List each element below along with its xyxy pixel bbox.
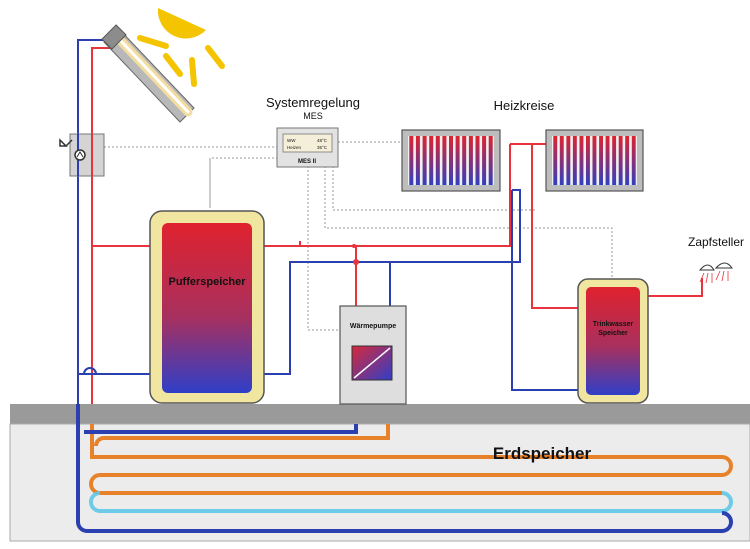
ground-loop-orange-1	[89, 424, 733, 495]
radiator-fin	[415, 136, 420, 185]
pipe-buffer-return	[256, 189, 521, 375]
controller-line2-label: Heizen	[287, 145, 302, 150]
radiator-fin	[449, 136, 453, 185]
dhw-tank-label-line1: Trinkwasser	[593, 321, 634, 328]
pump-station	[59, 133, 105, 177]
radiator-fin	[612, 136, 617, 185]
radiator-fin	[572, 136, 577, 185]
pipe-crossover	[83, 367, 97, 375]
radiator-fin	[625, 136, 630, 185]
radiator-fin	[631, 136, 636, 185]
radiator-fin	[579, 136, 584, 185]
taps-label: Zapfsteller	[688, 235, 744, 249]
solar-collector-icon	[101, 24, 195, 123]
controller-line2-value: 35°C	[317, 145, 328, 150]
control-wires	[104, 141, 613, 331]
radiator-fin	[462, 136, 467, 185]
radiator-fin	[559, 136, 564, 185]
radiator-fin	[599, 136, 603, 185]
radiator-fin	[482, 136, 487, 185]
radiator-icon	[401, 129, 501, 192]
radiator-fin	[618, 136, 623, 185]
radiator-fin	[488, 136, 493, 185]
ground-storage	[9, 404, 750, 542]
radiator-fin	[409, 136, 414, 185]
system-controller: WW 48°C Heizen 35°C MES II	[276, 127, 339, 168]
junction-dots	[352, 244, 359, 265]
valve-icon	[59, 138, 73, 147]
radiator-fin	[455, 136, 460, 185]
radiator-fin	[566, 136, 571, 185]
shower-head-icon	[698, 262, 733, 284]
pipe-solar-return	[77, 39, 112, 404]
radiator-fin	[435, 136, 440, 185]
ground-loop-orange-upper	[94, 424, 390, 447]
controller-line1-value: 48°C	[317, 138, 328, 143]
radiator-fin	[553, 136, 558, 185]
ground-body	[9, 423, 750, 542]
radiator-fin	[586, 136, 590, 185]
system-control-title: Systemregelung	[266, 95, 360, 110]
radiator-fin	[605, 136, 610, 185]
controller-display	[282, 133, 333, 153]
buffer-tank: Pufferspeicher	[149, 210, 265, 404]
heat-pump: Wärmepumpe	[339, 305, 407, 405]
ground-loops	[76, 404, 734, 533]
buffer-tank-label: Pufferspeicher	[168, 276, 246, 288]
radiator-1-fins	[409, 136, 493, 185]
ground-loop-blue-inner	[84, 424, 358, 434]
ground-loop-blue-outer	[76, 404, 734, 533]
radiator-fin	[468, 136, 473, 185]
ground-storage-label: Erdspeicher	[493, 444, 592, 463]
sun-icon	[137, 8, 225, 87]
heat-exchanger-icon	[351, 345, 393, 381]
dhw-tank-label-line2: Speicher	[598, 330, 628, 337]
pipe-dhw-return	[511, 190, 582, 391]
controller-badge: MES II	[298, 159, 316, 165]
pump-icon	[74, 149, 86, 161]
heat-pump-label: Wärmepumpe	[350, 323, 396, 330]
heating-circuits-label: Heizkreise	[494, 98, 555, 113]
system-control-model: MES	[303, 111, 323, 121]
controller-line1-label: WW	[287, 138, 296, 143]
ground-loop-cyan	[89, 491, 733, 513]
pipe-to-dhw	[531, 144, 580, 309]
dhw-tank: Trinkwasser Speicher	[577, 278, 649, 404]
radiator-fin	[442, 136, 447, 185]
pipe-buffer-to-heating	[256, 144, 511, 247]
radiator-fin	[422, 136, 427, 185]
radiator-icon	[545, 129, 644, 192]
pipe-solar-supply	[91, 47, 118, 404]
ground-surface	[10, 404, 750, 424]
radiator-2-fins	[553, 136, 636, 185]
radiator-fin	[592, 136, 597, 185]
radiator-fin	[429, 136, 434, 185]
pipe-to-taps	[644, 278, 703, 297]
radiator-fin	[475, 136, 480, 185]
